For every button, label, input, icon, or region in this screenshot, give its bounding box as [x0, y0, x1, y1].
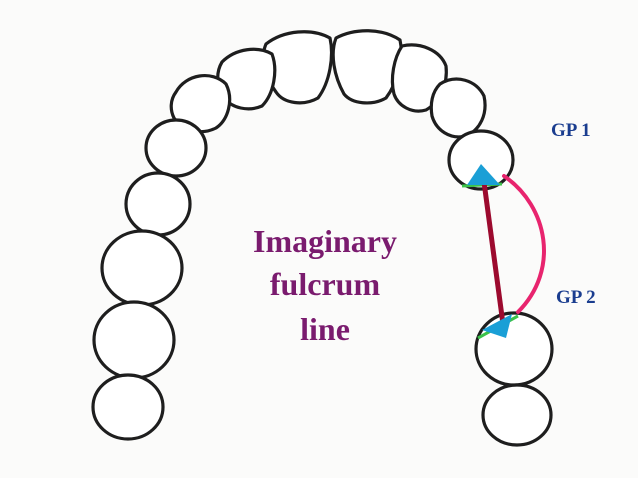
caption-line-2: fulcrum [269, 266, 381, 302]
tooth-left-canine [169, 74, 232, 134]
tooth-right-second-molar [474, 311, 554, 387]
gp2-label: GP 2 [556, 287, 596, 308]
caption-line-3: line [300, 311, 350, 347]
caption-line-1: Imaginary [253, 223, 397, 259]
tooth-left-second-premolar [124, 171, 192, 237]
edentulous-ridge-curve [502, 174, 546, 314]
tooth-left-third-molar [91, 373, 165, 441]
tooth-right-canine [429, 77, 487, 139]
fulcrum-line [481, 179, 506, 327]
tooth-right-central-incisor [331, 29, 403, 105]
gp2-rest-triangle [482, 314, 512, 338]
gp1-label: GP 1 [551, 120, 591, 141]
tooth-left-second-molar [92, 300, 176, 380]
dental-arch [91, 29, 554, 447]
gp1-rest-triangle [467, 164, 500, 185]
tooth-right-third-molar [481, 383, 553, 447]
tooth-right-first-premolar [447, 129, 515, 191]
tooth-left-first-molar [100, 229, 184, 307]
tooth-left-first-premolar [144, 118, 208, 178]
